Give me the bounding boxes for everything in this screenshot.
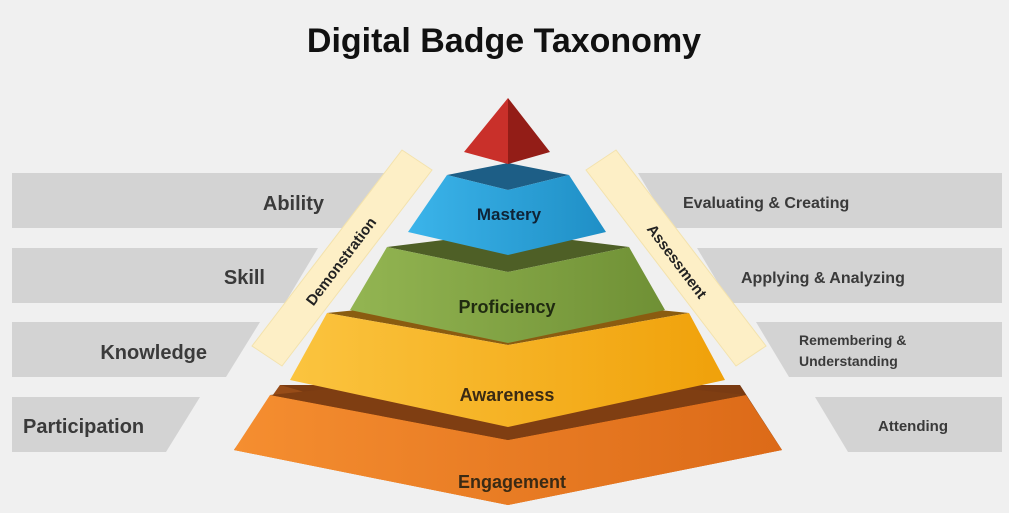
awareness-band <box>290 313 725 427</box>
level-engagement: Engagement <box>458 472 566 492</box>
left-label-ability: Ability <box>263 193 325 215</box>
level-mastery: Mastery <box>477 205 542 224</box>
proficiency-band <box>350 247 665 343</box>
right-label-remembering-2: Understanding <box>799 353 898 369</box>
mastery-band <box>408 175 606 255</box>
assessment-band <box>585 149 767 367</box>
right-label-evaluating: Evaluating & Creating <box>683 195 849 212</box>
left-label-skill: Skill <box>224 267 265 289</box>
left-band-ability <box>12 173 400 228</box>
right-band-evaluating <box>638 173 1002 228</box>
level-awareness: Awareness <box>460 385 555 405</box>
right-label-attending: Attending <box>878 418 948 435</box>
right-label-applying: Applying & Analyzing <box>741 270 905 287</box>
left-band-knowledge <box>12 322 260 377</box>
left-label-participation: Participation <box>23 416 144 438</box>
right-band-attending <box>815 397 1002 452</box>
right-band-remembering <box>756 322 1002 377</box>
right-label-remembering-1: Remembering & <box>799 332 906 348</box>
page-title: Digital Badge Taxonomy <box>307 22 701 60</box>
left-label-knowledge: Knowledge <box>100 342 207 364</box>
left-band-participation <box>12 397 200 452</box>
mastery-band-rear <box>447 163 569 190</box>
right-band-applying <box>697 248 1002 303</box>
apex-left <box>464 98 508 164</box>
demonstration-band <box>251 149 433 367</box>
level-proficiency: Proficiency <box>458 297 555 317</box>
left-band-skill <box>12 248 318 303</box>
engagement-band <box>234 395 782 505</box>
apex-right <box>508 98 550 164</box>
